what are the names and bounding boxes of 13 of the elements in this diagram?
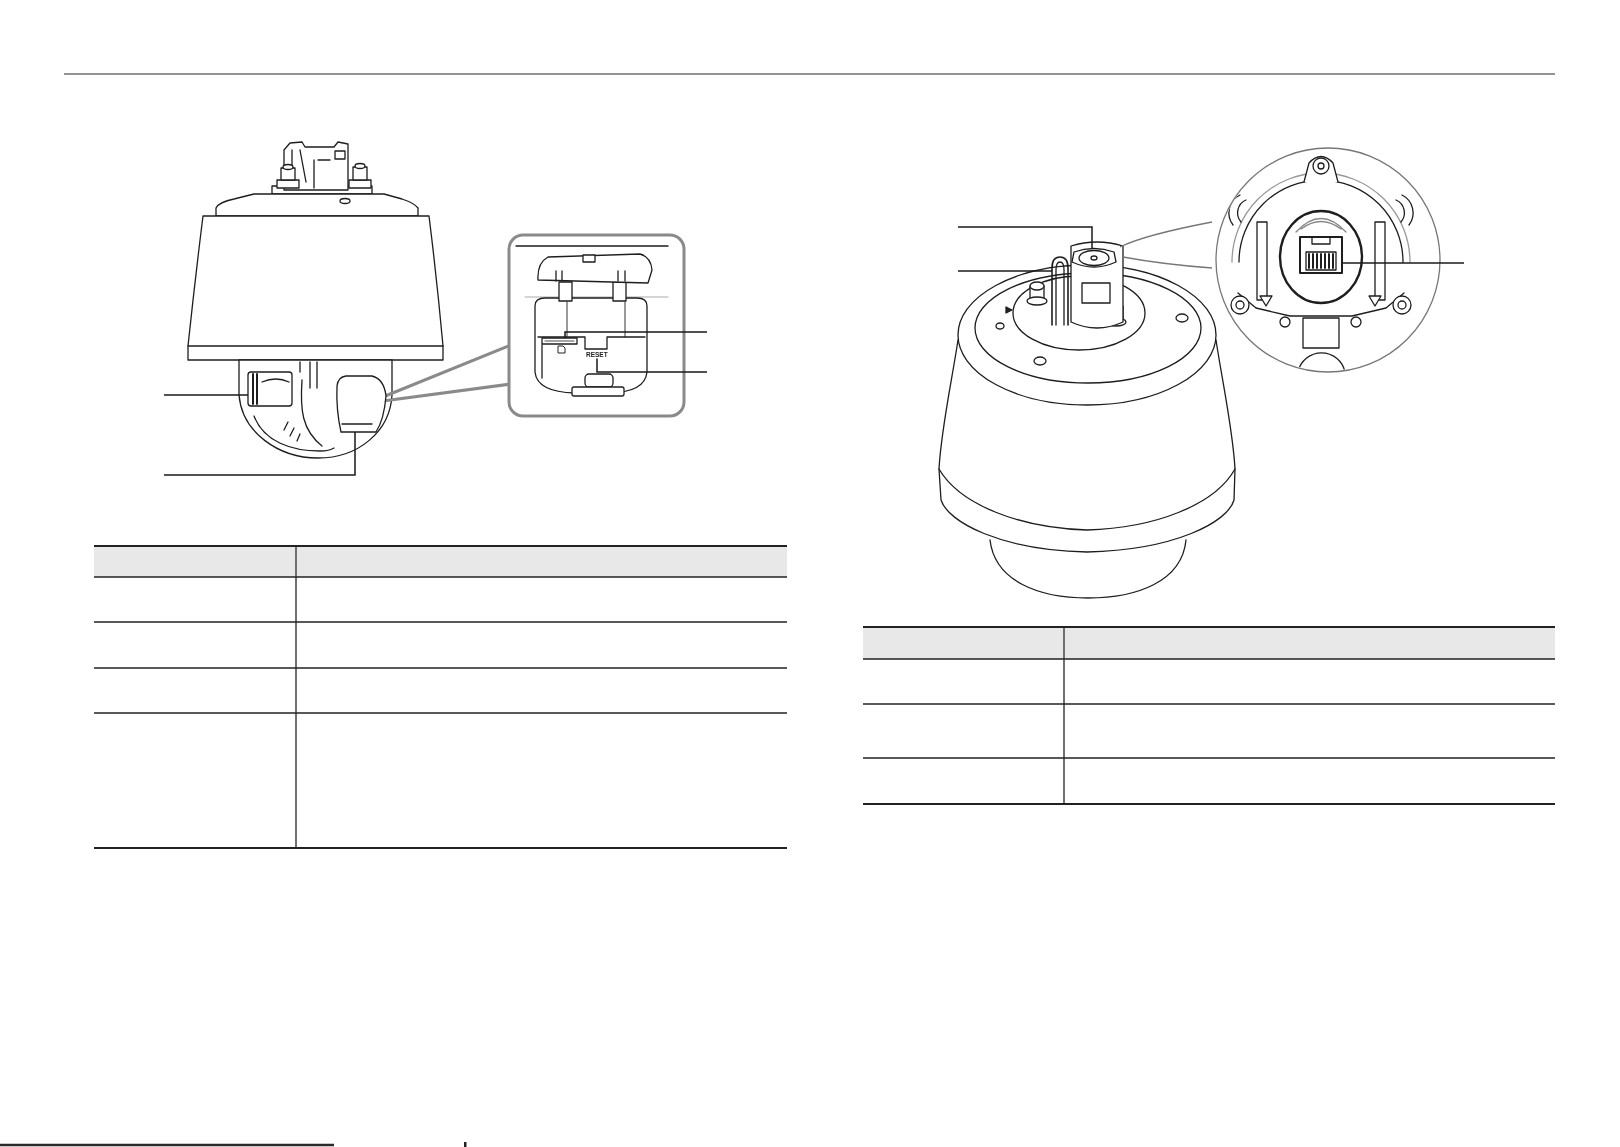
safety-hook <box>1051 256 1069 326</box>
dome-cover <box>336 375 387 433</box>
network-port <box>1299 236 1343 274</box>
leader-line <box>163 431 356 476</box>
leader-line <box>957 270 1053 272</box>
leader-line <box>163 394 249 396</box>
lens-window <box>247 371 293 407</box>
leader-line <box>1341 262 1465 264</box>
cable-cap <box>1071 247 1117 268</box>
leader-line <box>596 357 708 373</box>
leader-line <box>957 226 1093 250</box>
leader-line <box>564 331 708 339</box>
sd-card-slot <box>541 337 578 345</box>
